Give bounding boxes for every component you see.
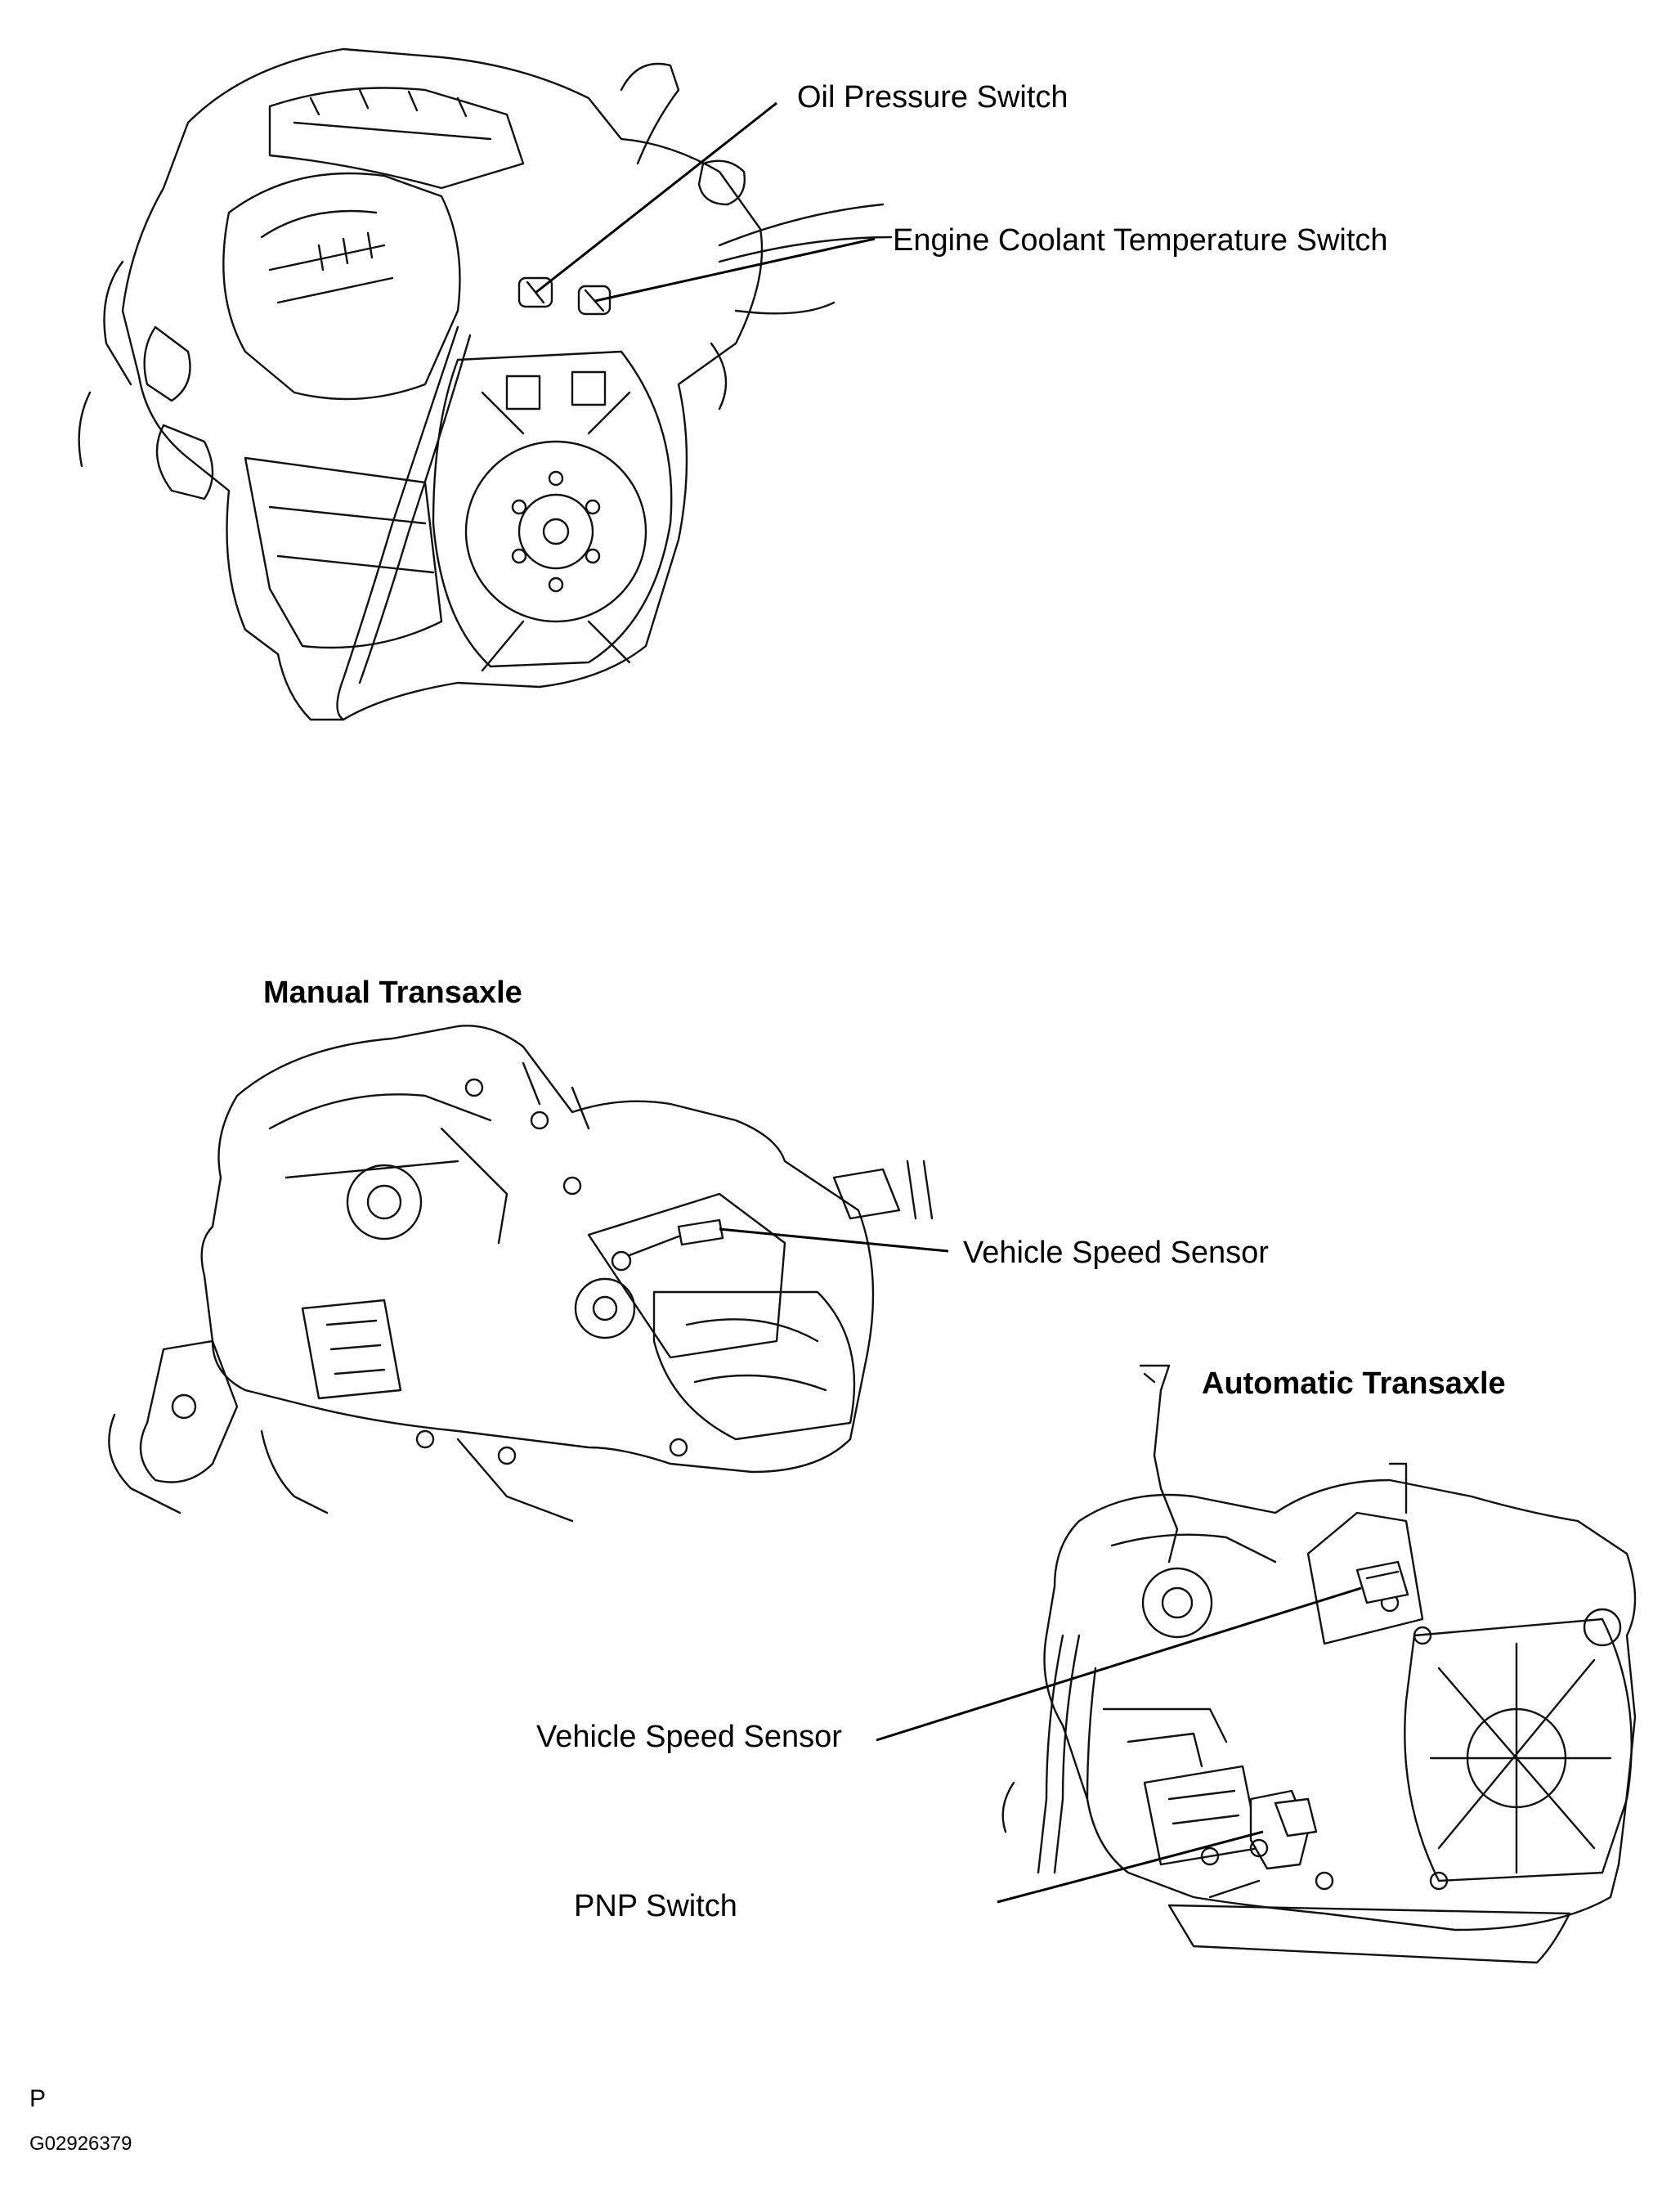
automatic-transaxle-heading: Automatic Transaxle xyxy=(1202,1366,1506,1401)
oil-pressure-switch-label: Oil Pressure Switch xyxy=(797,80,1068,114)
mt-speed-sensor-leader xyxy=(719,1227,949,1253)
pnp-switch-leader xyxy=(997,1830,1264,1904)
page-mark: P xyxy=(29,2085,47,2112)
coolant-switch-leader xyxy=(594,237,876,303)
engine-coolant-temperature-switch-label: Engine Coolant Temperature Switch xyxy=(893,223,1388,258)
at-speed-sensor-leader xyxy=(876,1586,1362,1742)
engine-illustration xyxy=(78,47,893,721)
oil-pressure-switch-leader xyxy=(535,101,777,294)
automatic-transaxle-illustration xyxy=(1001,1364,1637,1964)
manual-transaxle-illustration xyxy=(108,1025,934,1523)
at-vehicle-speed-sensor-label: Vehicle Speed Sensor xyxy=(536,1720,842,1754)
manual-transaxle-heading: Manual Transaxle xyxy=(263,976,522,1010)
pnp-switch-label: PNP Switch xyxy=(574,1889,737,1923)
figure-code: G02926379 xyxy=(29,2133,132,2155)
mt-vehicle-speed-sensor-label: Vehicle Speed Sensor xyxy=(963,1236,1269,1270)
